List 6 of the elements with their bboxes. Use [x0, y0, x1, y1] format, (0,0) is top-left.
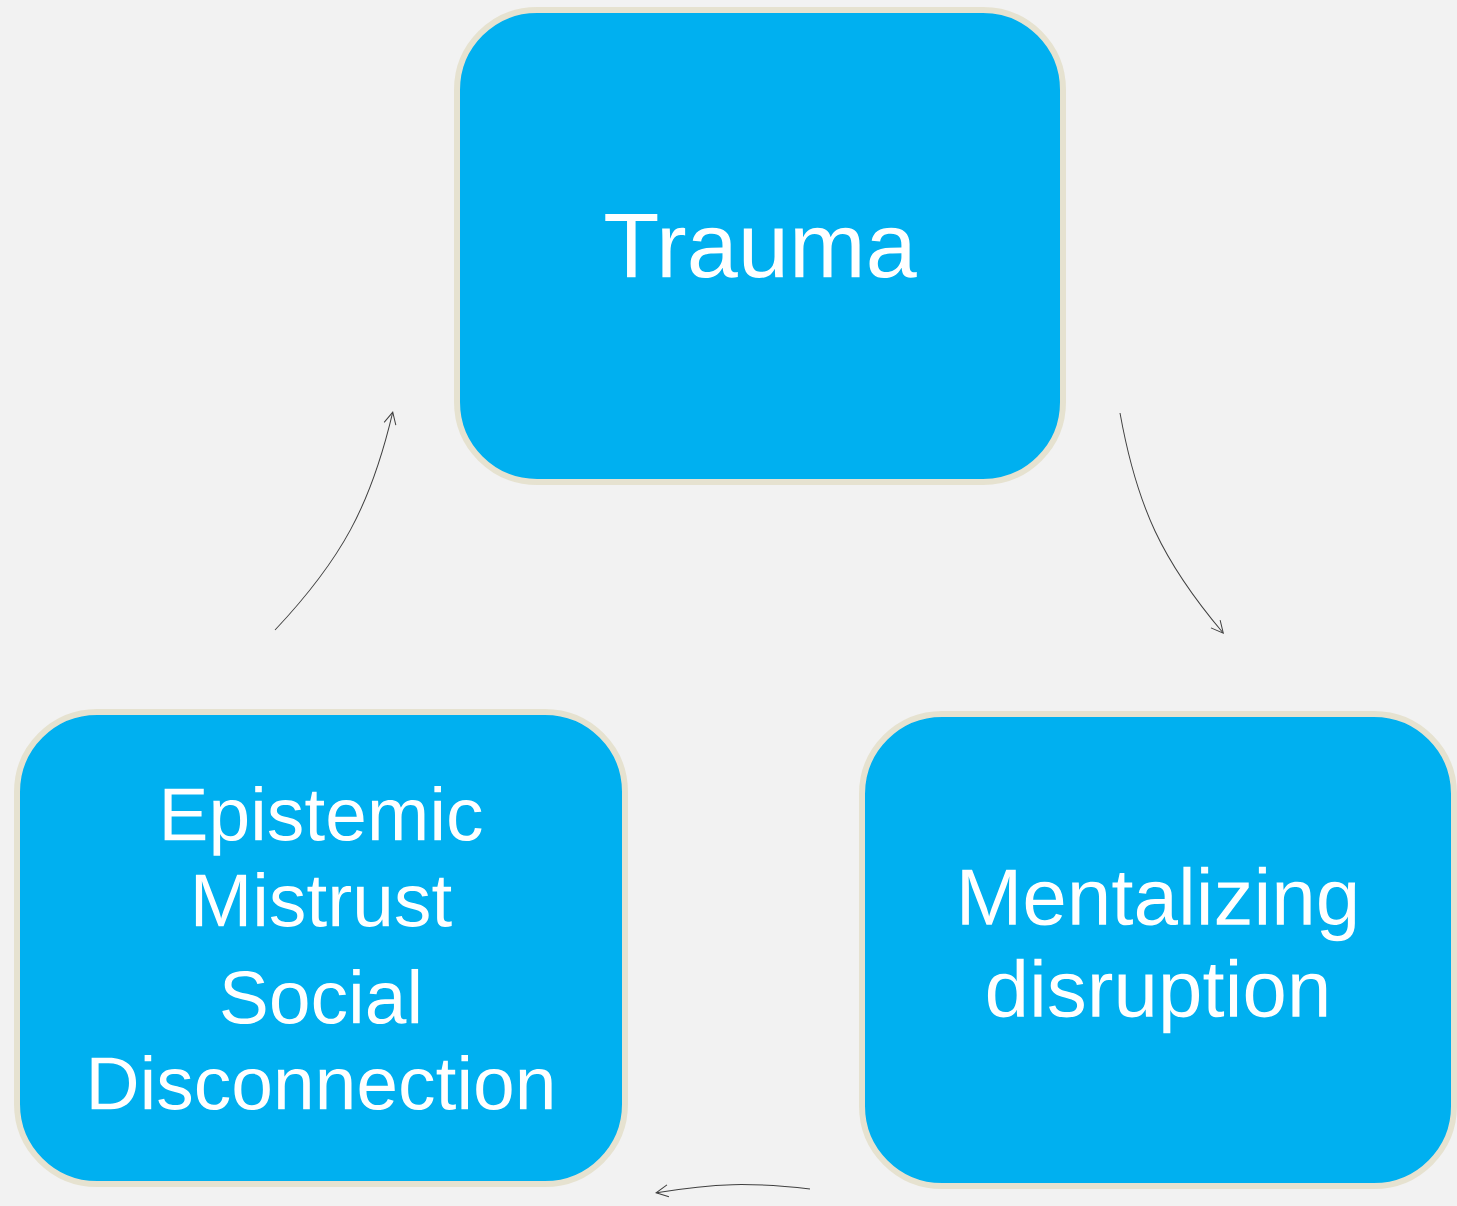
process-box: Epistemic Mistrust Social Disconnection: [14, 709, 628, 1187]
arrow: [655, 1184, 811, 1198]
arrow: [1119, 412, 1224, 634]
arrow: [274, 411, 397, 631]
process-box: Mentalizing disruption: [859, 711, 1457, 1189]
process-box: Trauma: [454, 7, 1066, 485]
